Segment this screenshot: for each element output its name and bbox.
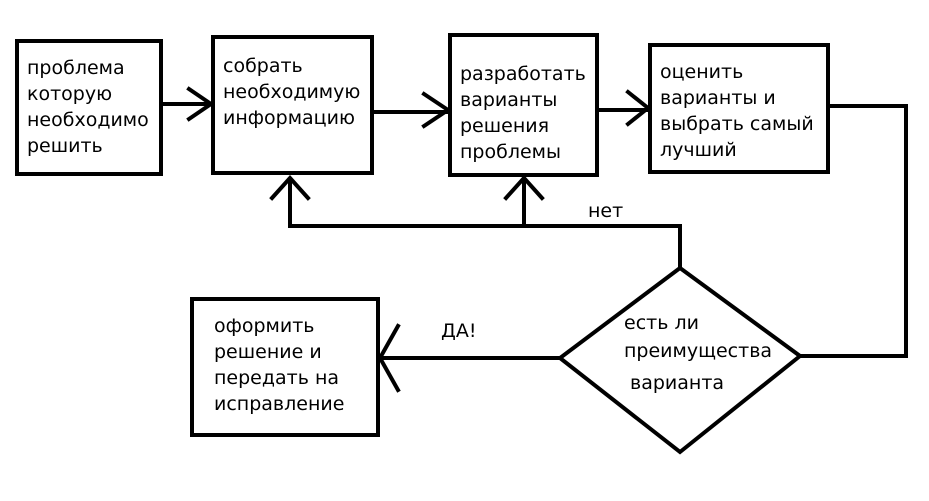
edge-label-no: нет (588, 200, 624, 222)
edge-label-yes: ДА! (441, 320, 477, 342)
node-evaluate-options: оценить варианты и выбрать самый лучший (648, 43, 830, 174)
decision-line-2: преимущества (624, 340, 773, 362)
node-problem: проблема которую необходимо решить (15, 39, 163, 176)
node-collect-information: собрать необходимую информацию (211, 35, 374, 175)
arrowhead-finalize-in (377, 323, 401, 393)
edge-decision-no-loop (288, 178, 682, 270)
arrowhead-develop-up (503, 175, 545, 201)
edge-evaluate-to-decision (798, 104, 908, 358)
decision-diamond (556, 265, 804, 455)
node-develop-options: разработать варианты решения проблемы (448, 33, 599, 177)
node-finalize-solution: оформить решение и передать на исправлен… (190, 297, 380, 437)
decision-line-3: варианта (630, 372, 725, 394)
decision-line-1: есть ли (624, 312, 699, 334)
arrowhead-collect-up (269, 175, 311, 201)
